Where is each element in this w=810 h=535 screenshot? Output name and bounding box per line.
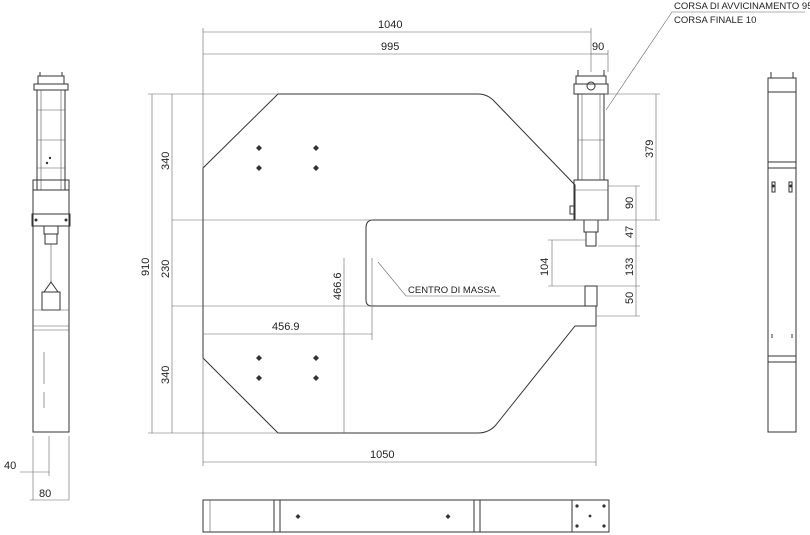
dim-overall-width: 1040 — [378, 19, 402, 31]
bottom-plan-view — [202, 499, 610, 533]
dim-overall-height: 910 — [140, 258, 152, 276]
note-stroke-approach: CORSA DI AVVICINAMENTO 95 — [674, 1, 810, 12]
lower-mounting-holes — [256, 355, 319, 381]
right-side-view — [767, 72, 797, 433]
dim-tip-length: 47 — [624, 226, 636, 238]
dim-cylinder-width: 90 — [592, 41, 604, 53]
dim-open-height: 133 — [624, 258, 636, 276]
dim-side-offset: 40 — [4, 460, 16, 472]
upper-mounting-holes — [256, 145, 319, 171]
dim-lower-arm-height: 340 — [160, 366, 172, 384]
left-side-view — [20, 72, 71, 501]
dim-gap: 104 — [539, 258, 551, 276]
left-dimension-lines — [148, 93, 373, 434]
dim-die-height: 50 — [624, 292, 636, 304]
dim-cylinder-height: 379 — [644, 140, 656, 158]
main-frame — [202, 93, 597, 434]
right-dimension-lines — [548, 93, 660, 317]
center-of-mass-lines — [203, 258, 500, 433]
dim-center-of-mass-x: 456.9 — [272, 321, 300, 333]
dim-ram-offset: 90 — [624, 197, 636, 209]
note-stroke-final: CORSA FINALE 10 — [674, 15, 756, 26]
top-dimension-lines — [202, 28, 609, 168]
bottom-dimension-lines — [202, 326, 597, 466]
dim-base-width: 1050 — [370, 449, 394, 461]
cylinder-assembly — [573, 70, 609, 307]
dim-side-width: 80 — [39, 488, 51, 500]
dim-inner-width: 995 — [381, 41, 399, 53]
note-center-of-mass: CENTRO DI MASSA — [408, 285, 497, 296]
dim-center-of-mass-y: 466.6 — [332, 272, 344, 300]
dim-upper-arm-height: 340 — [160, 152, 172, 170]
dim-throat-height: 230 — [160, 260, 172, 278]
